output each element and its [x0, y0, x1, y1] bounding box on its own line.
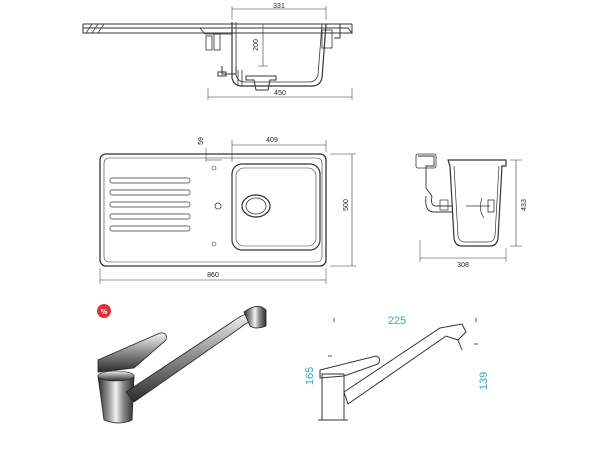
badge-circle — [97, 304, 111, 318]
faucet-photo — [97, 306, 267, 424]
dim-plan-total-length: 860 — [207, 272, 219, 279]
dim-faucet-height-right: 139 — [478, 372, 490, 390]
faucet-line-drawing — [318, 318, 478, 421]
dim-faucet-reach: 225 — [388, 315, 406, 327]
top-section-view — [82, 6, 354, 100]
dim-plan-bowl-width: 409 — [266, 137, 278, 144]
dim-side-width: 308 — [457, 262, 469, 269]
badge-label: % — [100, 308, 107, 316]
dim-top-bottom-width: 450 — [274, 90, 286, 97]
dim-plan-offset: 59 — [198, 137, 205, 145]
dim-side-depth: 433 — [521, 199, 528, 211]
dim-faucet-height-left: 165 — [304, 367, 316, 385]
dim-top-width: 331 — [273, 3, 285, 10]
side-view — [415, 153, 522, 262]
plan-view — [99, 140, 356, 284]
discount-badge: % — [97, 304, 111, 318]
dim-plan-height: 500 — [343, 199, 350, 211]
dim-top-depth: 200 — [253, 39, 260, 51]
